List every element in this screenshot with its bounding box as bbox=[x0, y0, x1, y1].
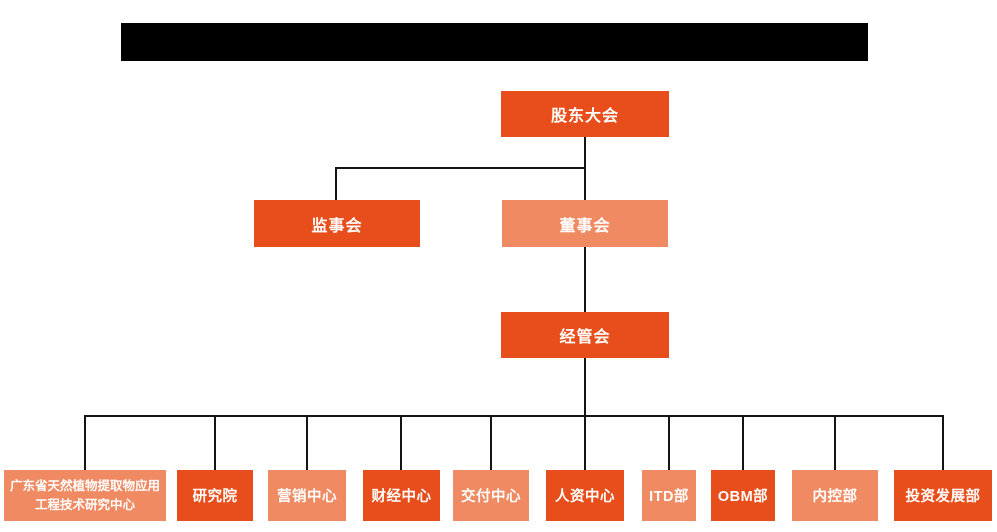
connector-line bbox=[335, 167, 337, 200]
connector-line bbox=[584, 358, 586, 470]
dept-node-delivery-center: 交付中心 bbox=[453, 470, 529, 521]
connector-line bbox=[834, 415, 836, 470]
node-shareholders-meeting: 股东大会 bbox=[501, 91, 669, 137]
node-supervisory-board: 监事会 bbox=[254, 200, 420, 247]
dept-node-research-institute: 研究院 bbox=[177, 470, 253, 521]
connector-line bbox=[742, 415, 744, 470]
node-management-committee: 经管会 bbox=[501, 312, 669, 358]
dept-node-research-center: 广东省天然植物提取物应用工程技术研究中心 bbox=[4, 470, 166, 521]
redacted-title-bar bbox=[121, 23, 868, 61]
dept-node-marketing-center: 营销中心 bbox=[268, 470, 346, 521]
dept-node-investment-development: 投资发展部 bbox=[894, 470, 992, 521]
connector-line bbox=[335, 167, 586, 169]
connector-line bbox=[490, 415, 492, 470]
node-board-of-directors: 董事会 bbox=[502, 200, 668, 247]
dept-node-internal-control: 内控部 bbox=[792, 470, 878, 521]
dept-node-finance-center: 财经中心 bbox=[363, 470, 440, 521]
dept-node-itd: ITD部 bbox=[642, 470, 696, 521]
connector-line bbox=[84, 415, 944, 417]
connector-line bbox=[84, 415, 86, 470]
dept-node-obm: OBM部 bbox=[711, 470, 775, 521]
connector-line bbox=[942, 415, 944, 470]
connector-line bbox=[668, 415, 670, 470]
connector-line bbox=[214, 415, 216, 470]
connector-line bbox=[584, 247, 586, 312]
connector-line bbox=[400, 415, 402, 470]
connector-line bbox=[306, 415, 308, 470]
dept-node-hr-center: 人资中心 bbox=[546, 470, 624, 521]
